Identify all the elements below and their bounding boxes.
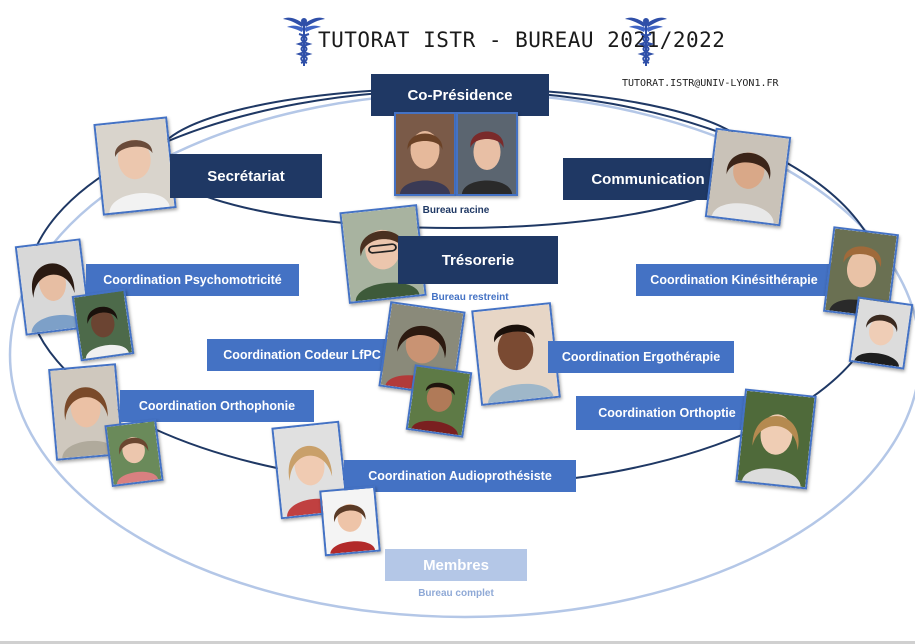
page-title: TUTORAT ISTR - BUREAU 2021/2022 [318, 28, 726, 52]
communication-box: Communication [563, 158, 733, 200]
coord-orthophonie-box: Coordination Orthophonie [120, 390, 314, 422]
page-bottom-border [0, 641, 915, 644]
caption-bureau-complet: Bureau complet [418, 588, 494, 599]
coord-codeur-lfpc-box: Coordination Codeur LfPC [207, 339, 397, 371]
coord-audioprothesiste-box: Coordination Audioprothésiste [344, 460, 576, 492]
contact-email: TUTORAT.ISTR@UNIV-LYON1.FR [622, 78, 779, 89]
caduceus-icon [624, 10, 668, 68]
caption-bureau-restreint: Bureau restreint [431, 292, 509, 303]
caption-bureau-racine: Bureau racine [422, 205, 490, 216]
tresorerie-box: Trésorerie [398, 236, 558, 284]
coord-orthoptie-box: Coordination Orthoptie [576, 396, 758, 430]
portrait-photo [71, 288, 135, 362]
portrait-photo [848, 296, 914, 370]
portrait-photo [456, 112, 518, 196]
membres-box: Membres [385, 549, 527, 581]
portrait-photo [104, 419, 164, 487]
coord-ergotherapie-box: Coordination Ergothérapie [548, 341, 734, 373]
portrait-photo [319, 485, 381, 557]
portrait-photo [405, 364, 473, 438]
portrait-photo [48, 363, 124, 461]
coord-kinesitherapie-box: Coordination Kinésithérapie [636, 264, 832, 296]
portrait-photo [704, 127, 792, 227]
portrait-photo [14, 238, 92, 336]
co-presidence-box: Co-Présidence [371, 74, 549, 116]
portrait-photo [471, 302, 561, 406]
portrait-photo [823, 226, 899, 320]
coord-psychomotricite-box: Coordination Psychomotricité [86, 264, 299, 296]
caduceus-icon [282, 10, 326, 68]
portrait-photo [735, 388, 817, 490]
secretariat-box: Secrétariat [170, 154, 322, 198]
portrait-photo [93, 116, 177, 216]
portrait-photo [394, 112, 456, 196]
